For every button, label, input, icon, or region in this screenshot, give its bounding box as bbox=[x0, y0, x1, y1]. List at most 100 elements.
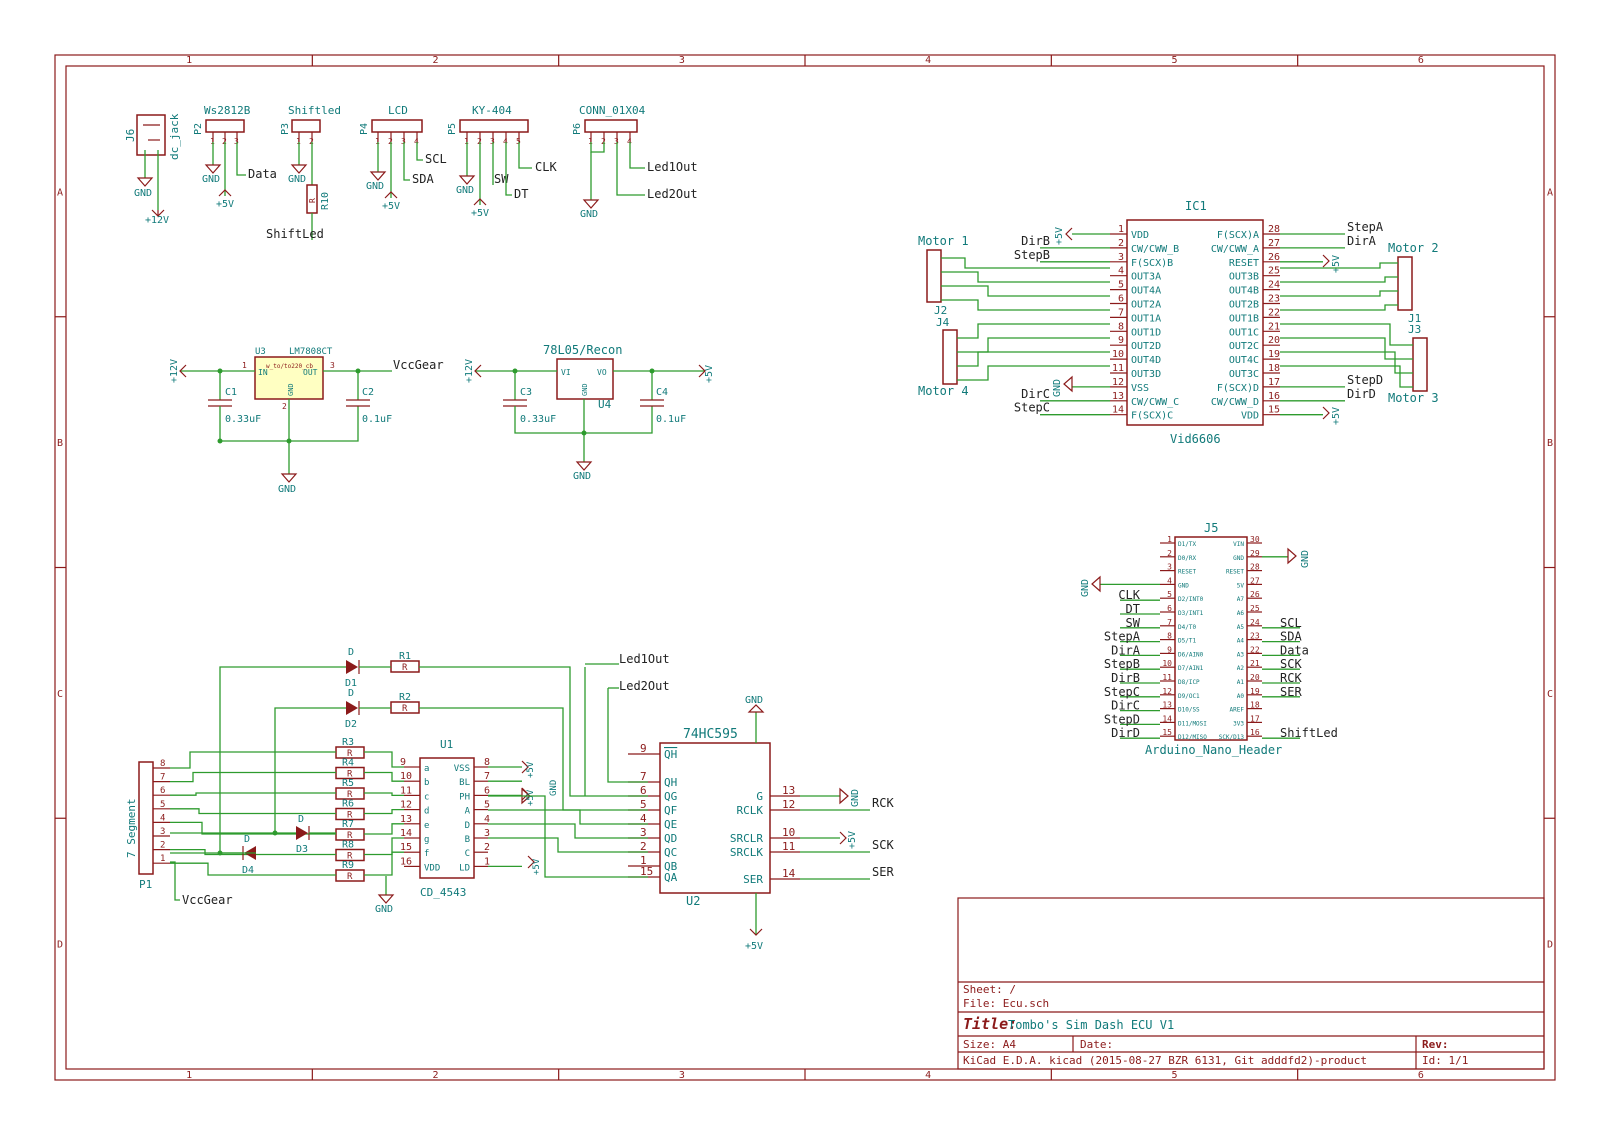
j5-net-StepB: StepB bbox=[1104, 657, 1140, 671]
u2-gnd-top: GND bbox=[745, 695, 763, 706]
svg-text:1: 1 bbox=[464, 137, 469, 146]
u1-pin-num-15: 15 bbox=[400, 842, 412, 853]
j5-net-StepC: StepC bbox=[1104, 685, 1140, 699]
u3-gnd: GND bbox=[278, 484, 296, 495]
j5-pin-name-20: A1 bbox=[1237, 679, 1245, 686]
j5-pin-num-21: 21 bbox=[1250, 659, 1260, 668]
j5-pin-num-20: 20 bbox=[1250, 673, 1260, 682]
u1-value: CD_4543 bbox=[420, 886, 466, 899]
u1-pin-name-15: f bbox=[424, 849, 429, 859]
svg-text:2: 2 bbox=[282, 402, 287, 411]
ic1-pin-num-5: 5 bbox=[1118, 280, 1124, 291]
frame-col-top-1: 1 bbox=[186, 55, 192, 66]
j5-pin-num-11: 11 bbox=[1162, 673, 1172, 682]
ic1-pin-name-4: OUT3A bbox=[1131, 272, 1161, 283]
frame-col-top-3: 3 bbox=[679, 55, 685, 66]
c1-ref: C1 bbox=[225, 387, 237, 398]
u4-gnd-pin: GND bbox=[581, 383, 589, 396]
ic1-pin-num-26: 26 bbox=[1268, 252, 1280, 263]
ic1-pin-num-11: 11 bbox=[1112, 363, 1124, 374]
c2-ref: C2 bbox=[362, 387, 374, 398]
j5-pin-num-19: 19 bbox=[1250, 687, 1260, 696]
j5-pin-name-17: 3V3 bbox=[1233, 720, 1244, 727]
u2-net-SER: SER bbox=[872, 865, 894, 879]
ic1-net-StepC: StepC bbox=[1014, 401, 1050, 415]
ic1-pin-num-9: 9 bbox=[1118, 335, 1124, 346]
resistor-value-R3: R bbox=[347, 749, 353, 759]
p1-pin-5: 5 bbox=[160, 800, 165, 810]
j5-net-DirC: DirC bbox=[1111, 699, 1140, 713]
title-label: Title: bbox=[963, 1015, 1017, 1033]
p1-vccgear: VccGear bbox=[182, 893, 233, 907]
j5-pin-num-29: 29 bbox=[1250, 549, 1260, 558]
j5-net-SCL: SCL bbox=[1280, 616, 1302, 630]
ic1-pin-num-14: 14 bbox=[1112, 405, 1124, 416]
resistor-R9: R9 bbox=[342, 860, 354, 871]
svg-text:2: 2 bbox=[388, 137, 393, 146]
p5-5v: +5V bbox=[471, 208, 489, 219]
u2-net-RCK: RCK bbox=[872, 796, 894, 810]
u1-pin-num-6: 6 bbox=[484, 785, 490, 796]
u2-pin-name-15: QA bbox=[664, 871, 678, 884]
j5-pin-name-21: A2 bbox=[1237, 665, 1245, 672]
j5-pin-name-6: D3/INT1 bbox=[1178, 610, 1204, 617]
p4-net2: SDA bbox=[412, 172, 434, 186]
ic1-pin-num-10: 10 bbox=[1112, 349, 1124, 360]
frame-row-left-C: C bbox=[57, 689, 63, 700]
u3-pkg: w_to/to220_cb bbox=[266, 363, 313, 370]
ic1-net-DirB: DirB bbox=[1021, 234, 1050, 248]
j5-net-SER: SER bbox=[1280, 685, 1302, 699]
p4-value: LCD bbox=[388, 104, 408, 117]
p5-gnd: GND bbox=[456, 185, 474, 196]
j5-pin-num-30: 30 bbox=[1250, 535, 1260, 544]
u1-pin-name-8: VSS bbox=[454, 764, 470, 774]
ic1-pin-num-17: 17 bbox=[1268, 377, 1280, 388]
u4-5v: +5V bbox=[704, 365, 715, 383]
u2-pin-name-3: QD bbox=[664, 832, 677, 845]
u2-value: 74HC595 bbox=[683, 727, 738, 742]
motor1-label: Motor 1 bbox=[918, 234, 969, 248]
resistor-value-R8: R bbox=[347, 852, 353, 862]
frame-row-left-D: D bbox=[57, 940, 63, 951]
r1-value: R bbox=[402, 663, 408, 673]
u1-pin-num-16: 16 bbox=[400, 856, 412, 867]
j5-net-SDA: SDA bbox=[1280, 630, 1302, 644]
j5-arduino-nano: J5 Arduino_Nano_Header 1D1/TX2D0/RX3RESE… bbox=[1080, 521, 1338, 757]
p6-ref: P6 bbox=[572, 123, 583, 135]
ic1-pin-name-17: F(SCX)D bbox=[1217, 383, 1259, 394]
j5-pin-name-29: GND bbox=[1233, 555, 1244, 562]
ic1-pin-name-11: OUT3D bbox=[1131, 369, 1161, 380]
resistor-R4: R4 bbox=[342, 758, 354, 769]
j5-pin-num-4: 4 bbox=[1167, 576, 1172, 585]
u1-pin-num-9: 9 bbox=[400, 757, 406, 768]
svg-text:3: 3 bbox=[330, 361, 335, 370]
title-value: Tombo's Sim Dash ECU V1 bbox=[1008, 1018, 1174, 1032]
ic1-pin-num-21: 21 bbox=[1268, 321, 1280, 332]
ic1-pin-name-27: CW/CWW_A bbox=[1211, 244, 1259, 255]
ic1-pin-num-22: 22 bbox=[1268, 307, 1280, 318]
ic1-pin-num-24: 24 bbox=[1268, 280, 1280, 291]
ic1-pin-name-15: VDD bbox=[1241, 411, 1259, 422]
ic1-pin-name-6: OUT2A bbox=[1131, 300, 1161, 311]
r10-ref: R10 bbox=[320, 192, 331, 210]
frame-row-left-A: A bbox=[57, 187, 63, 198]
r1-ref: R1 bbox=[399, 651, 411, 662]
u2-pin-num-15: 15 bbox=[640, 865, 653, 878]
j5-net-SCK: SCK bbox=[1280, 657, 1302, 671]
ic1-5v-reset: +5V bbox=[1331, 255, 1342, 273]
j5-pin-num-7: 7 bbox=[1167, 618, 1172, 627]
resistor-value-R4: R bbox=[347, 770, 353, 780]
j5-pin-name-25: A6 bbox=[1237, 610, 1245, 617]
u1-pin-name-5: A bbox=[465, 807, 471, 817]
u2-pin-num-12: 12 bbox=[782, 798, 795, 811]
p4-net1: SCL bbox=[425, 152, 447, 166]
p2-value: Ws2812B bbox=[204, 104, 251, 117]
u1-pin-num-12: 12 bbox=[400, 800, 412, 811]
j5-pin-num-15: 15 bbox=[1162, 728, 1172, 737]
seg-led1: Led1Out bbox=[619, 652, 670, 666]
u2-pin-name-10: SRCLR bbox=[730, 832, 763, 845]
ic1-gnd: GND bbox=[1052, 379, 1063, 397]
j5-pin-num-25: 25 bbox=[1250, 604, 1260, 613]
j5-pin-name-2: D0/RX bbox=[1178, 555, 1196, 562]
